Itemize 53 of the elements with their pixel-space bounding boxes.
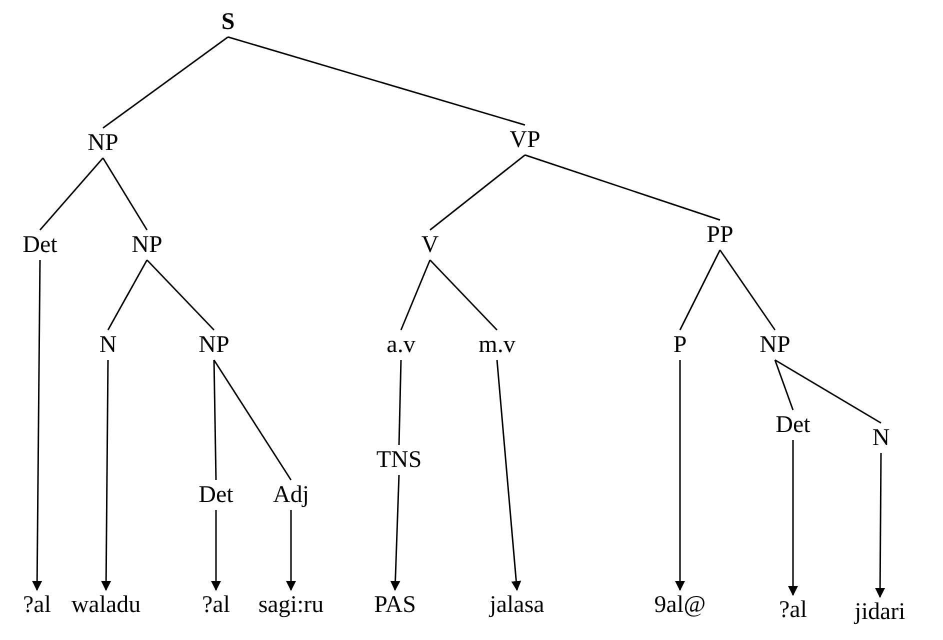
branch-line — [774, 359, 882, 424]
branch-line — [213, 360, 292, 480]
branch-line — [146, 259, 215, 331]
tree-label: sagi:ru — [258, 592, 324, 618]
arrow — [875, 453, 886, 598]
arrow — [101, 360, 112, 591]
tree-label: PP — [706, 222, 734, 248]
arrow — [32, 260, 42, 591]
tree-label: S — [221, 9, 235, 35]
tree-label: VP — [510, 127, 540, 153]
tree-label: jidari — [854, 599, 906, 625]
arrow — [390, 474, 400, 591]
branch-line — [39, 158, 104, 230]
branch-line — [524, 154, 720, 221]
tree-label: P — [673, 332, 687, 358]
tree-label: ?al — [23, 592, 51, 618]
branch-line — [400, 260, 431, 330]
tree-label: NP — [88, 130, 118, 156]
tree-label: N — [872, 425, 890, 451]
branch-line — [719, 250, 776, 330]
branch-line — [228, 36, 526, 126]
branch-line — [107, 260, 148, 330]
tree-label: NP — [132, 232, 162, 258]
arrow — [211, 510, 221, 591]
branch-line — [213, 360, 217, 480]
tree-label: Adj — [273, 482, 309, 508]
branch-line — [398, 360, 402, 446]
branch-line — [774, 360, 794, 410]
tree-label: V — [421, 232, 439, 258]
tree-label: TNS — [376, 447, 422, 473]
arrow — [675, 360, 685, 591]
branch-line — [679, 250, 721, 330]
tree-label: waladu — [71, 592, 141, 618]
tree-label: NP — [198, 332, 230, 358]
branch-line — [429, 259, 498, 331]
tree-label: ?al — [202, 592, 230, 618]
tree-label: m.v — [478, 332, 516, 358]
tree-label: N — [99, 332, 117, 358]
tree-label: PAS — [374, 592, 416, 618]
tree-label: a.v — [386, 332, 416, 358]
branch-line — [102, 36, 228, 129]
branch-line — [102, 158, 148, 230]
arrow — [496, 360, 522, 591]
tree-label: 9al@ — [654, 592, 706, 618]
tree-label: ?al — [779, 597, 807, 623]
arrow — [286, 510, 296, 591]
tree-label: NP — [760, 332, 790, 358]
tree-label: Det — [198, 482, 234, 508]
branch-line — [430, 154, 526, 231]
arrow — [788, 440, 798, 596]
tree-label: jalasa — [490, 592, 544, 618]
tree-label: Det — [22, 232, 58, 258]
tree-label: Det — [776, 412, 810, 438]
